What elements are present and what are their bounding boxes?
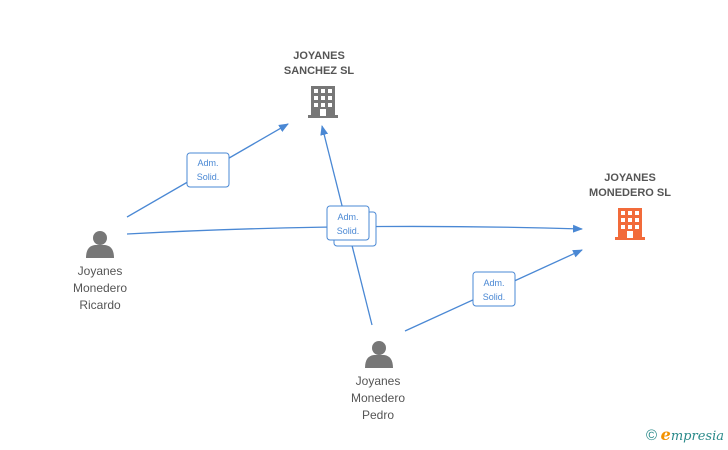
node-label-line: Joyanes: [77, 264, 123, 278]
node-label-line: Joyanes: [355, 374, 401, 388]
edge-label-line1: Adm.: [197, 158, 218, 168]
node-label-line: Ricardo: [79, 298, 121, 312]
node-label-line: Pedro: [361, 408, 395, 422]
edge-label-line2: Solid.: [483, 292, 506, 302]
building-icon[interactable]: [615, 208, 645, 240]
node-label-line: SANCHEZ SL: [283, 65, 355, 77]
copyright-notice: © empresia: [646, 425, 724, 444]
brand-logo-name: mpresia: [670, 429, 724, 444]
edge-label-ricardo-sanchez[interactable]: Adm. Solid.: [186, 152, 230, 188]
node-label-line: Monedero: [350, 391, 406, 405]
person-icon[interactable]: [365, 341, 393, 368]
edge-label-center[interactable]: Adm. Solid.: [326, 205, 377, 247]
edge-label-line1: Adm.: [483, 278, 504, 288]
copyright-symbol: ©: [645, 427, 658, 444]
node-label-line: MONEDERO SL: [589, 187, 671, 199]
building-icon[interactable]: [308, 86, 338, 118]
node-label-line: JOYANES: [293, 50, 345, 62]
node-label-joyanes-sanchez[interactable]: JOYANES SANCHEZ SL: [264, 49, 374, 79]
node-label-ricardo[interactable]: Joyanes Monedero Ricardo: [50, 263, 150, 314]
edge-label-line2: Solid.: [337, 226, 360, 236]
node-label-pedro[interactable]: Joyanes Monedero Pedro: [328, 373, 428, 424]
node-label-line: JOYANES: [604, 172, 656, 184]
node-label-line: Monedero: [72, 281, 128, 295]
edge-label-line1: Adm.: [337, 212, 358, 222]
edge-label-pedro-monedero[interactable]: Adm. Solid.: [472, 271, 516, 307]
edge-label-line2: Solid.: [197, 172, 220, 182]
person-icon[interactable]: [86, 231, 114, 258]
node-label-joyanes-monedero[interactable]: JOYANES MONEDERO SL: [570, 171, 690, 201]
brand-logo-initial: e: [660, 425, 671, 444]
